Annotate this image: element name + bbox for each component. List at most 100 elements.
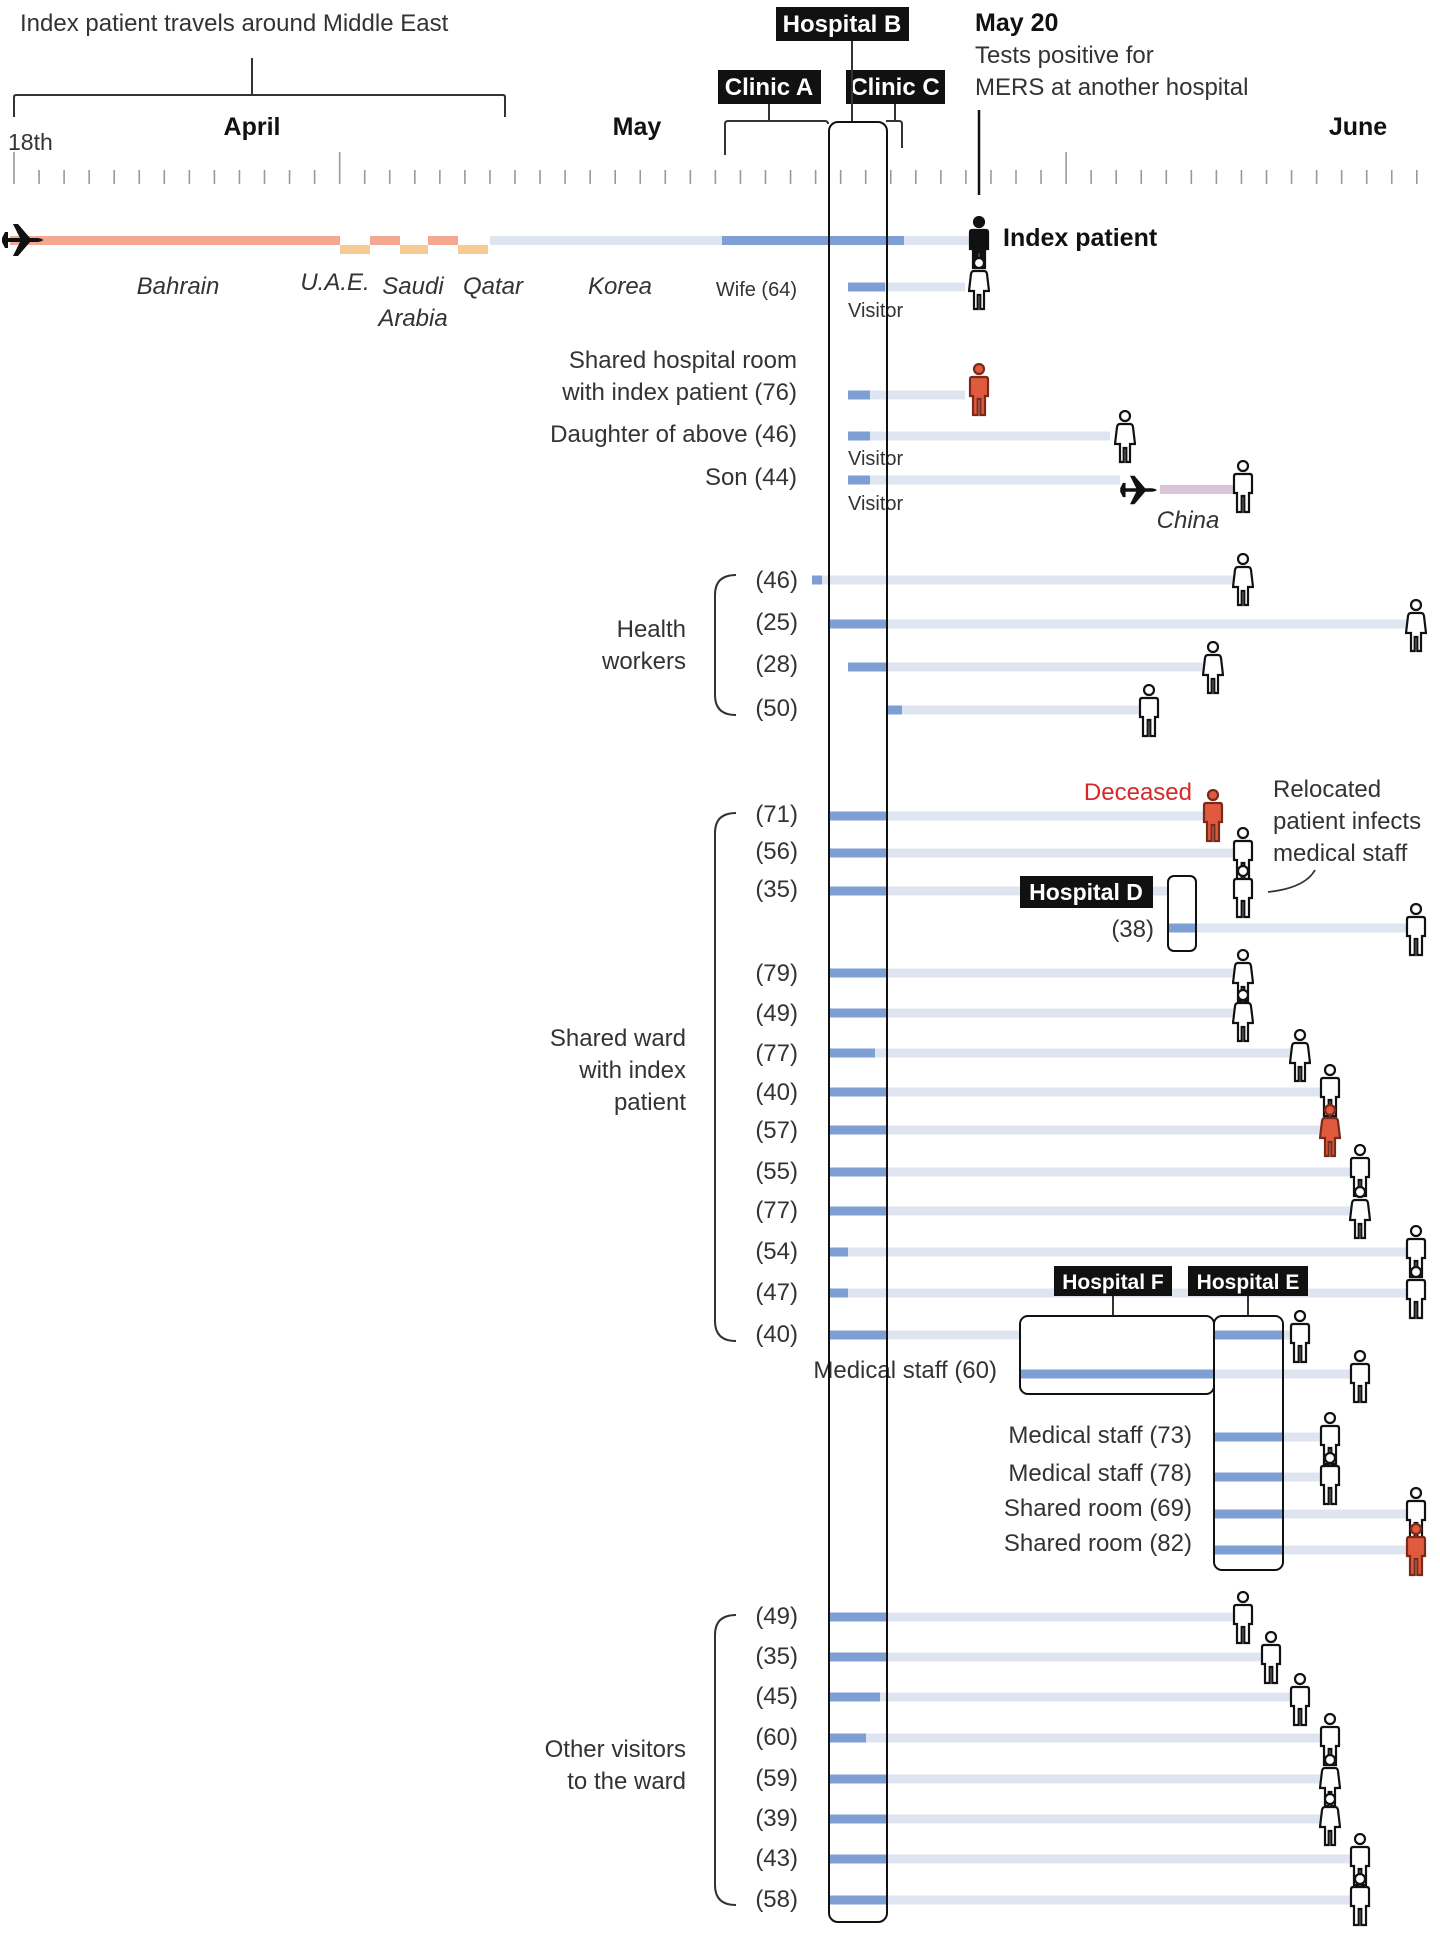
month-june: June	[1329, 113, 1387, 141]
person-icon	[1202, 641, 1224, 695]
timeline-bar	[848, 282, 965, 292]
age-label-ward: (57)	[755, 1117, 798, 1144]
hospital-stay-bar	[1168, 923, 1196, 933]
hospital-stay-bar	[1214, 1545, 1283, 1555]
hospital-stay-bar	[1021, 1369, 1214, 1379]
person-icon	[1289, 1673, 1311, 1727]
hospital-stay-bar	[848, 431, 870, 441]
hospital-stay-bar	[829, 1008, 887, 1018]
person-icon	[1232, 460, 1254, 514]
country-saudi-1: Saudi	[382, 273, 444, 300]
hospital-stay-bar	[829, 1733, 866, 1743]
clinic-a-tag: Clinic A	[718, 70, 821, 104]
hospital-stay-bar	[1214, 1472, 1283, 1482]
timeline-bar	[848, 431, 1110, 441]
age-label-ward: (77)	[755, 1040, 798, 1067]
hospital-stay-bar	[829, 1612, 887, 1622]
person-icon	[1319, 1793, 1341, 1847]
country-korea: Korea	[588, 273, 652, 300]
event-line-2: MERS at another hospital	[975, 74, 1248, 101]
age-label-visitors: (59)	[755, 1765, 798, 1792]
age-label-ward: (54)	[755, 1238, 798, 1265]
hospital-stay-bar	[848, 475, 870, 485]
hospital-stay-bar	[887, 705, 902, 715]
clinic-c-label: Clinic C	[850, 74, 939, 101]
visitor-label-son: Visitor	[848, 493, 904, 515]
person-icon	[1405, 903, 1427, 957]
timeline-bar	[829, 1774, 1323, 1784]
timeline-bar	[829, 1814, 1323, 1824]
person-icon	[1138, 684, 1160, 738]
hospital-e-frame	[1213, 1315, 1284, 1571]
hospital-stay-bar	[829, 811, 887, 821]
deceased-person-icon	[968, 363, 990, 417]
timeline-bar	[829, 1854, 1353, 1864]
hospital-stay-bar	[829, 1247, 848, 1257]
hospital-stay-bar	[829, 848, 887, 858]
hospital-stay-bar	[829, 1288, 848, 1298]
hospital-stay-bar	[829, 1895, 887, 1905]
timeline-bar	[829, 1048, 1293, 1058]
month-may: May	[613, 113, 662, 141]
segment-saudi-transit	[400, 245, 428, 254]
timeline-bar	[812, 575, 1235, 585]
hospital-d-patient-label: (38)	[1111, 916, 1154, 943]
segment-clinics	[722, 236, 904, 245]
segment-wait	[904, 236, 974, 245]
day-ticks	[13, 152, 1418, 184]
deceased-person-icon	[1202, 789, 1224, 843]
country-bahrain: Bahrain	[137, 273, 220, 300]
timeline-bar	[1214, 1545, 1413, 1555]
age-labels: (46)(25)(28)(50)(71)(56)(35)(79)(49)(77)…	[755, 567, 798, 1913]
age-label-health: (50)	[755, 695, 798, 722]
hospital-stay-bar	[829, 1854, 887, 1864]
ward-bracket	[714, 812, 737, 1342]
age-label-ward: (79)	[755, 960, 798, 987]
ward-group-3: patient	[614, 1089, 686, 1116]
timeline-bar	[829, 1612, 1235, 1622]
hospital-f-tag: Hospital F	[1054, 1266, 1172, 1296]
segment-bahrain	[10, 236, 340, 245]
hospital-stay-bar	[829, 1330, 887, 1340]
age-label-health: (28)	[755, 651, 798, 678]
clinic-c-bracket	[886, 120, 903, 148]
timeline-bar	[829, 886, 1168, 896]
hospital-stay-bar	[829, 1167, 887, 1177]
age-label-visitors: (35)	[755, 1643, 798, 1670]
relocated-pointer	[1267, 869, 1316, 893]
country-china: China	[1157, 507, 1220, 534]
index-patient-label: Index patient	[1003, 224, 1158, 252]
age-label-visitors: (58)	[755, 1886, 798, 1913]
person-icon	[1232, 1591, 1254, 1645]
age-label-ward: (71)	[755, 801, 798, 828]
shared-82-label: Shared room (82)	[1004, 1530, 1192, 1557]
wife-label: Wife (64)	[716, 279, 797, 301]
timeline-bar	[848, 390, 965, 400]
timeline-bar	[829, 1167, 1353, 1177]
relocated-note-3: medical staff	[1273, 840, 1408, 867]
hospital-stay-bar	[829, 968, 887, 978]
timeline-bar	[887, 705, 1145, 715]
age-label-ward: (47)	[755, 1279, 798, 1306]
timeline-bar	[829, 1247, 1413, 1257]
hospital-stay-bar	[829, 1206, 887, 1216]
timeline-bar	[829, 811, 1205, 821]
event-date: May 20	[975, 9, 1058, 37]
segment-uae	[370, 236, 400, 245]
hospital-stay-bar	[829, 1814, 887, 1824]
hospital-b-label: Hospital B	[783, 11, 902, 38]
age-label-visitors: (39)	[755, 1805, 798, 1832]
plane-icon-son	[1120, 475, 1157, 505]
age-label-visitors: (45)	[755, 1683, 798, 1710]
age-label-health: (46)	[755, 567, 798, 594]
age-label-ward: (40)	[755, 1321, 798, 1348]
hospital-stay-bar	[812, 575, 822, 585]
index-travel	[2, 224, 974, 256]
timeline-bar	[829, 1087, 1323, 1097]
age-label-ward: (49)	[755, 1000, 798, 1027]
segment-uae-transit	[340, 245, 370, 254]
hospital-f-frame	[1019, 1315, 1215, 1395]
hospital-stay-bar	[1214, 1330, 1283, 1340]
hospital-e-label: Hospital E	[1197, 1271, 1300, 1294]
